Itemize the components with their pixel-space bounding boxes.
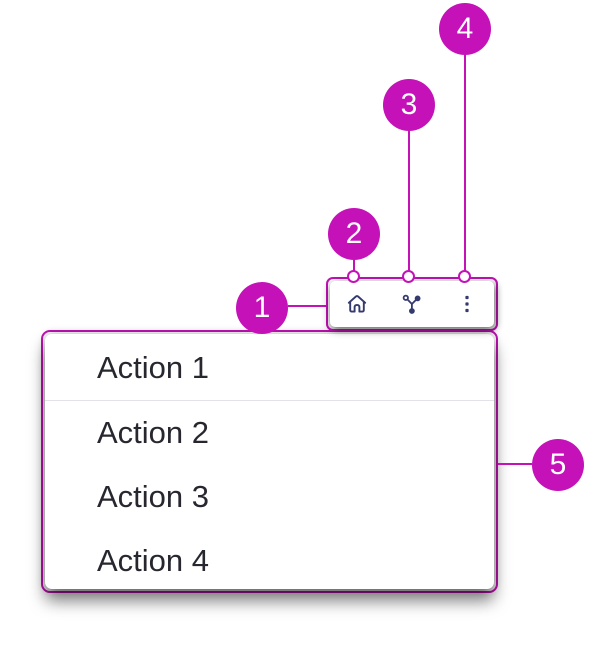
badge-number: 3 <box>400 88 418 121</box>
overflow-menu-icon <box>455 292 479 316</box>
annotation-badge-5: 5 <box>532 439 584 491</box>
connector-line-badge-4 <box>464 55 466 271</box>
annotation-badge-4: 4 <box>439 3 491 55</box>
connector-line-badge-2 <box>353 260 355 271</box>
connector-line-badge-3 <box>408 131 410 271</box>
toolbar <box>330 281 494 327</box>
badge-number: 5 <box>549 448 567 481</box>
badge-number: 1 <box>253 291 271 324</box>
menu-item-action-4[interactable]: Action 4 <box>45 529 494 589</box>
menu-annotation-outline: Action 1 Action 2 Action 3 Action 4 <box>41 330 498 593</box>
badge-number: 2 <box>345 217 363 250</box>
menu-divider <box>45 400 494 401</box>
overflow-menu-button[interactable] <box>439 281 494 327</box>
connector-ring-4 <box>458 270 471 283</box>
connector-line-badge-1 <box>288 305 327 307</box>
home-icon <box>345 292 369 316</box>
badge-number: 4 <box>456 12 474 45</box>
home-button[interactable] <box>330 281 385 327</box>
menu-item-label: Action 2 <box>97 415 210 450</box>
menu-item-action-3[interactable]: Action 3 <box>45 465 494 529</box>
annotation-badge-1: 1 <box>236 282 288 334</box>
share-button[interactable] <box>385 281 440 327</box>
connector-ring-2 <box>347 270 360 283</box>
dropdown-menu: Action 1 Action 2 Action 3 Action 4 <box>45 334 494 589</box>
menu-item-label: Action 3 <box>97 479 210 514</box>
menu-item-action-2[interactable]: Action 2 <box>45 401 494 465</box>
menu-item-action-1[interactable]: Action 1 <box>45 336 494 400</box>
annotation-badge-2: 2 <box>328 208 380 260</box>
connector-ring-3 <box>402 270 415 283</box>
toolbar-annotation-outline <box>326 277 498 331</box>
connector-line-badge-5 <box>498 463 532 465</box>
annotation-badge-3: 3 <box>383 79 435 131</box>
share-icon <box>400 292 424 316</box>
menu-item-label: Action 4 <box>97 543 210 578</box>
menu-item-label: Action 1 <box>97 350 210 385</box>
